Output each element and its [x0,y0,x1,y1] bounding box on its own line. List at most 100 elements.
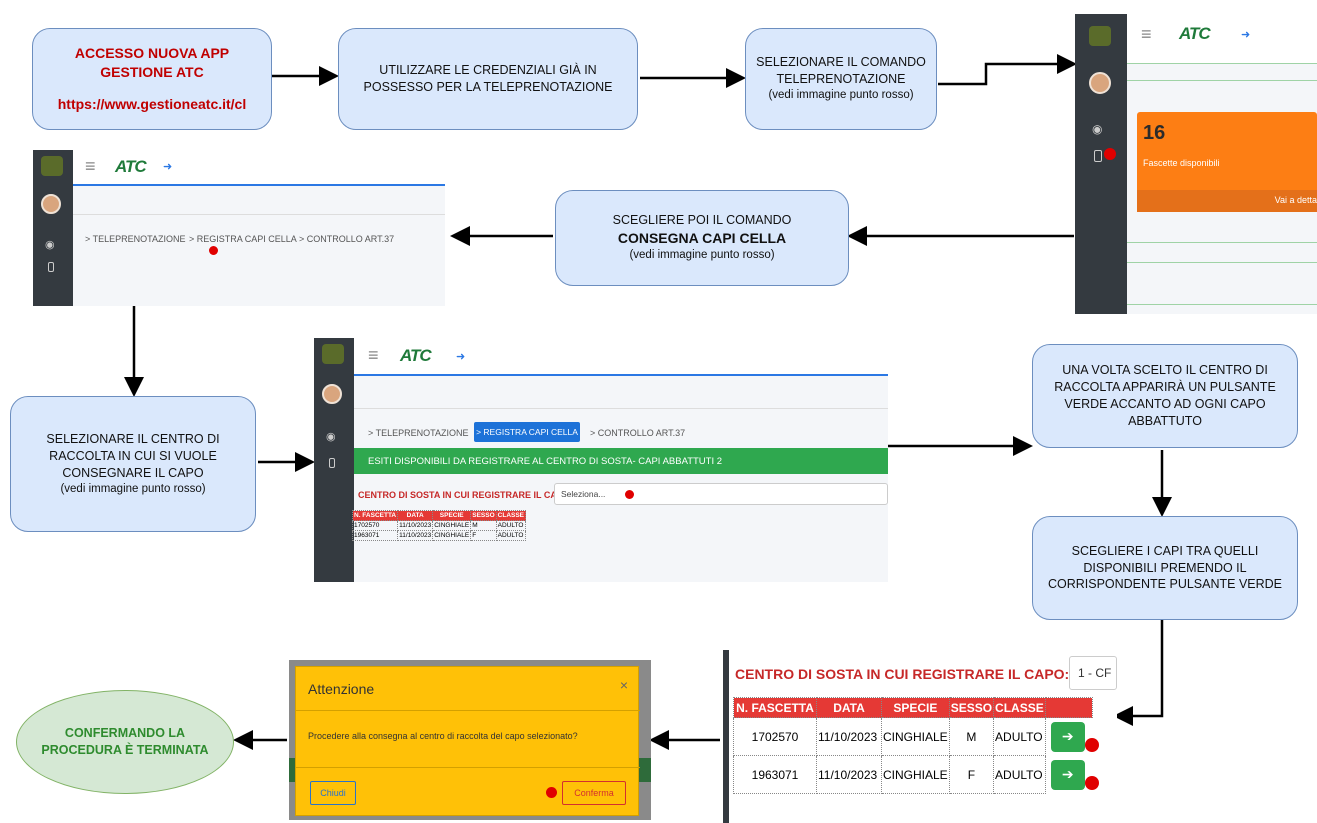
step5-line1: SELEZIONARE IL CENTRO DI [46,431,220,446]
table-header-row: N. FASCETTA DATA SPECIE SESSO CLASSE [351,510,527,521]
coat-of-arms-logo [1089,26,1111,46]
step-access-box: ACCESSO NUOVA APP GESTIONE ATC https://w… [32,28,272,130]
close-icon[interactable]: × [619,677,628,693]
cell: 1963071 [351,530,399,541]
coat-of-arms-logo [322,344,344,364]
action-cell: ➔ [1045,756,1092,794]
screenshot-menu: ◉ ≡ ATC ➜ > TELEPRENOTAZIONE > REGISTRA … [33,150,445,306]
cell: F [948,755,995,794]
step4-line2: CONSEGNA CAPI CELLA [617,230,787,247]
cell: CINGHIALE [432,530,472,541]
col-data: DATA [397,510,434,521]
select-capo-button[interactable]: ➔ [1050,721,1085,752]
atc-logo: ATC [1179,24,1211,43]
cell: M [948,717,995,756]
crumb-registra[interactable]: > REGISTRA CAPI CELLA [189,234,297,244]
sidebar-edge [723,650,729,823]
modal-footer-divider [296,767,640,768]
screenshot-register: ◉ ≡ ATC ➜ > TELEPRENOTAZIONE > REGISTRA … [314,338,888,582]
menu-sidebar: ◉ [33,150,73,306]
register-table: N. FASCETTA DATA SPECIE SESSO CLASSE 170… [351,510,527,541]
step5-line3: CONSEGNARE IL CAPO [62,465,204,480]
cell: CINGHIALE [881,717,950,756]
step-credentials-box: UTILIZZARE LE CREDENZIALI GIÀ IN POSSESS… [338,28,638,130]
crumb-teleprenotazione[interactable]: > TELEPRENOTAZIONE [85,234,186,244]
modal-message: Procedere alla consegna al centro di rac… [308,731,578,741]
detail-link[interactable]: Vai a detta [1274,195,1317,205]
col-data: DATA [816,697,882,718]
dashboard-icon[interactable]: ◉ [1092,122,1103,136]
step-consegna-box: SCEGLIERE POI IL COMANDO CONSEGNA CAPI C… [555,190,849,286]
cell: CINGHIALE [432,520,472,531]
center-select[interactable]: 1 - CF [1069,656,1117,690]
tab-controllo[interactable]: > CONTROLLO ART.37 [590,428,686,438]
mobile-icon[interactable] [329,458,335,468]
coat-of-arms-logo [41,156,63,176]
cell: 11/10/2023 [816,717,882,756]
screenshot-modal: Attenzione × Procedere alla consegna al … [289,660,651,820]
end-line2: PROCEDURA È TERMINATA [41,743,209,757]
menu-header: ≡ ATC ➜ [73,150,445,186]
cell: F [470,530,497,541]
action-cell: ➔ [1045,718,1092,756]
red-dot-marker [625,490,634,499]
red-dot-marker [546,787,557,798]
center-select[interactable]: Seleziona... [554,483,888,505]
fascette-card: 16 Fascette disponibili Vai a detta [1137,112,1317,212]
end-line1: CONFERMANDO LA [64,725,186,740]
mobile-icon[interactable] [48,262,54,272]
select-capo-button[interactable]: ➔ [1050,759,1085,790]
col-fascetta: N. FASCETTA [351,510,399,521]
confirm-button[interactable]: Conferma [562,781,626,805]
step4-note: (vedi immagine punto rosso) [629,249,775,262]
tab-teleprenotazione[interactable]: > TELEPRENOTAZIONE [368,428,469,438]
step1-url: https://www.gestioneatc.it/cl [57,96,247,113]
step2-line2: POSSESSO PER LA TELEPRENOTAZIONE [363,80,613,94]
center-label: CENTRO DI SOSTA IN CUI REGISTRARE IL CAP… [735,666,1070,682]
cell: 1702570 [733,717,817,756]
crumb-controllo[interactable]: > CONTROLLO ART.37 [299,234,395,244]
avatar [41,194,61,214]
arrow-3-shot [938,54,1077,86]
cell: ADULTO [495,520,527,531]
step1-line2: GESTIONE ATC [100,63,204,80]
step-scegliere-box: SCEGLIERE I CAPI TRA QUELLI DISPONIBILI … [1032,516,1298,620]
cell: CINGHIALE [881,755,950,794]
step6-line2: RACCOLTA APPARIRÀ UN PULSANTE [1054,380,1276,395]
divider [1127,262,1317,263]
step7-line2: DISPONIBILI PREMENDO IL [1083,560,1247,575]
register-header: ≡ ATC ➜ [354,338,888,376]
step4-line1: SCEGLIERE POI IL COMANDO [612,213,792,228]
step6-line4: ABBATTUTO [1128,413,1202,428]
col-sesso: SESSO [948,697,995,718]
dashboard-icon[interactable]: ◉ [326,431,336,443]
logout-icon[interactable]: ➜ [163,161,173,173]
modal-header: Attenzione × [296,667,640,711]
logout-icon[interactable]: ➜ [1241,29,1251,41]
step-centro-box: SELEZIONARE IL CENTRO DI RACCOLTA IN CUI… [10,396,256,532]
card-footer[interactable]: Vai a detta [1137,190,1317,212]
menu-icon[interactable]: ≡ [85,156,96,176]
avatar [322,384,342,404]
logout-icon[interactable]: ➜ [456,351,466,363]
dashboard-icon[interactable]: ◉ [45,239,55,251]
step6-line1: UNA VOLTA SCELTO IL CENTRO DI [1062,363,1268,378]
divider [354,408,888,409]
table-row: 1963071 11/10/2023 CINGHIALE F ADULTO ➔ [733,755,1093,794]
step7-line3: CORRISPONDENTE PULSANTE VERDE [1047,577,1283,592]
col-specie: SPECIE [881,697,950,718]
atc-logo: ATC [115,157,147,176]
table-row: 1963071 11/10/2023 CINGHIALE F ADULTO [351,530,527,541]
select-placeholder: Seleziona... [561,489,606,499]
menu-icon[interactable]: ≡ [368,345,379,365]
menu-icon[interactable]: ≡ [1141,24,1152,44]
close-button[interactable]: Chiudi [310,781,356,805]
mobile-icon[interactable] [1094,150,1102,162]
step-teleprenotazione-box: SELEZIONARE IL COMANDO TELEPRENOTAZIONE … [745,28,937,130]
divider [1127,304,1317,305]
tab-registra-active[interactable]: > REGISTRA CAPI CELLA [474,422,580,442]
col-action [1044,697,1093,718]
cell: ADULTO [495,530,527,541]
arrow-circle-icon: ➔ [1061,728,1074,745]
